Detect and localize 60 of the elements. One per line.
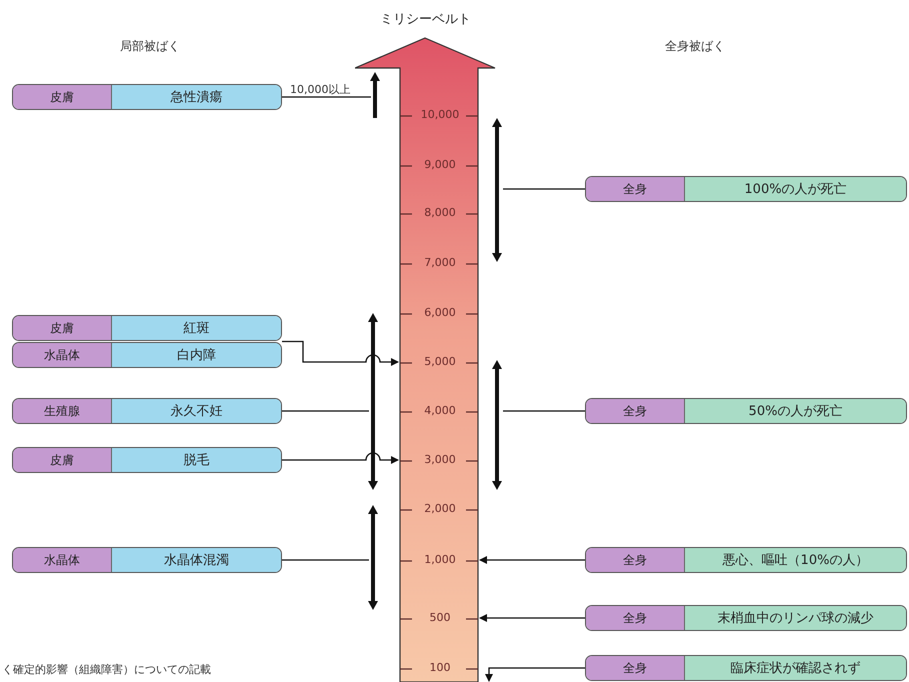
tick-label: 100 [428,661,452,674]
arrow [282,340,399,366]
effect-box [585,655,907,681]
organ-cell: 水晶体 [13,343,112,367]
effect-cell: 悪心、嘔吐（10%の人） [685,548,906,572]
connector-line [282,559,369,561]
effect-box [12,447,282,473]
organ-cell: 生殖腺 [13,399,112,423]
effect-box [12,398,282,424]
connector-line [282,96,371,98]
section-heading: 全身被ばく [665,38,725,55]
organ-cell: 皮膚 [13,448,112,472]
tick-label: 3,000 [423,453,457,466]
effect-box [12,342,282,368]
effect-cell: 100%の人が死亡 [685,177,906,201]
organ-cell: 全身 [586,606,685,630]
organ-cell: 全身 [586,177,685,201]
effect-box [12,84,282,110]
tick-label: 500 [428,611,452,624]
effect-cell: 水晶体混濁 [112,548,281,572]
range-label: 10,000以上 [290,82,350,97]
effect-box [585,547,907,573]
tick-label: 4,000 [423,404,457,417]
organ-cell: 皮膚 [13,85,112,109]
organ-cell: 水晶体 [13,548,112,572]
effect-cell: 末梢血中のリンパ球の減少 [685,606,906,630]
tick-label: 7,000 [423,256,457,269]
connector-line [503,188,585,190]
effect-cell: 白内障 [112,343,281,367]
note-text: く確定的影響（組織障害）についての記載 [2,662,211,677]
effect-box [12,315,282,341]
effect-cell: 臨床症状が確認されず [685,656,906,680]
arrow [479,614,585,622]
effect-cell: 脱毛 [112,448,281,472]
arrow [485,667,585,682]
tick-label: 10,000 [420,108,460,121]
organ-cell: 全身 [586,548,685,572]
effect-cell: 永久不妊 [112,399,281,423]
section-heading: 局部被ばく [120,38,180,55]
arrow [282,452,399,464]
organ-cell: 全身 [586,656,685,680]
effect-box [585,605,907,631]
effect-cell: 紅斑 [112,316,281,340]
organ-cell: 皮膚 [13,316,112,340]
tick-label: 8,000 [423,206,457,219]
connector-line [282,410,369,412]
tick-label: 1,000 [423,553,457,566]
effect-box [585,398,907,424]
tick-label: 9,000 [423,158,457,171]
effect-cell: 急性潰瘍 [112,85,281,109]
tick-label: 5,000 [423,355,457,368]
tick-label: 2,000 [423,502,457,515]
tick-label: 6,000 [423,306,457,319]
unit-heading: ミリシーベルト [379,11,472,28]
organ-cell: 全身 [586,399,685,423]
connector-line [503,410,585,412]
effect-box [12,547,282,573]
effect-cell: 50%の人が死亡 [685,399,906,423]
arrow [479,556,585,564]
effect-box [585,176,907,202]
